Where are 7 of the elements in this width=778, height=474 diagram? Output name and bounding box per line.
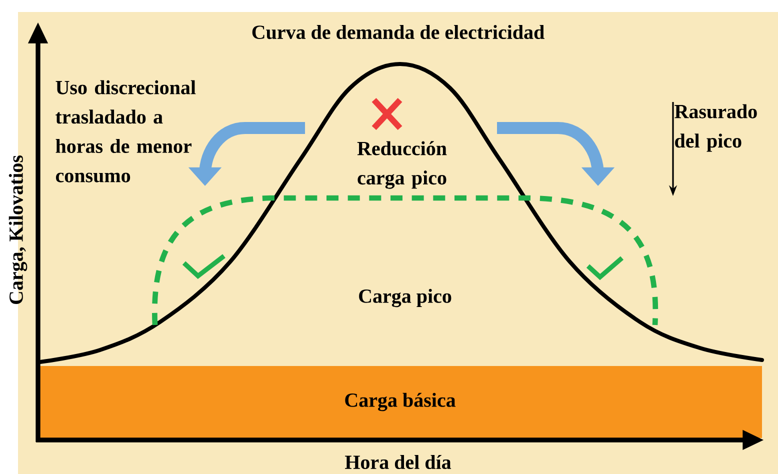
region-label: Carga pico	[359, 288, 452, 308]
axis-label: Carga, Kilovatios	[8, 155, 28, 304]
chart-title: Curva de demanda de electricidad	[252, 24, 544, 40]
base-load-band: Carga básica	[38, 366, 762, 438]
annotation-text: Uso discrecional trasladado a horas de menor consumo	[56, 80, 196, 182]
annotation-text: Reducción carga pico	[357, 141, 447, 189]
annotation-text: Rasurado del pico	[674, 104, 757, 152]
